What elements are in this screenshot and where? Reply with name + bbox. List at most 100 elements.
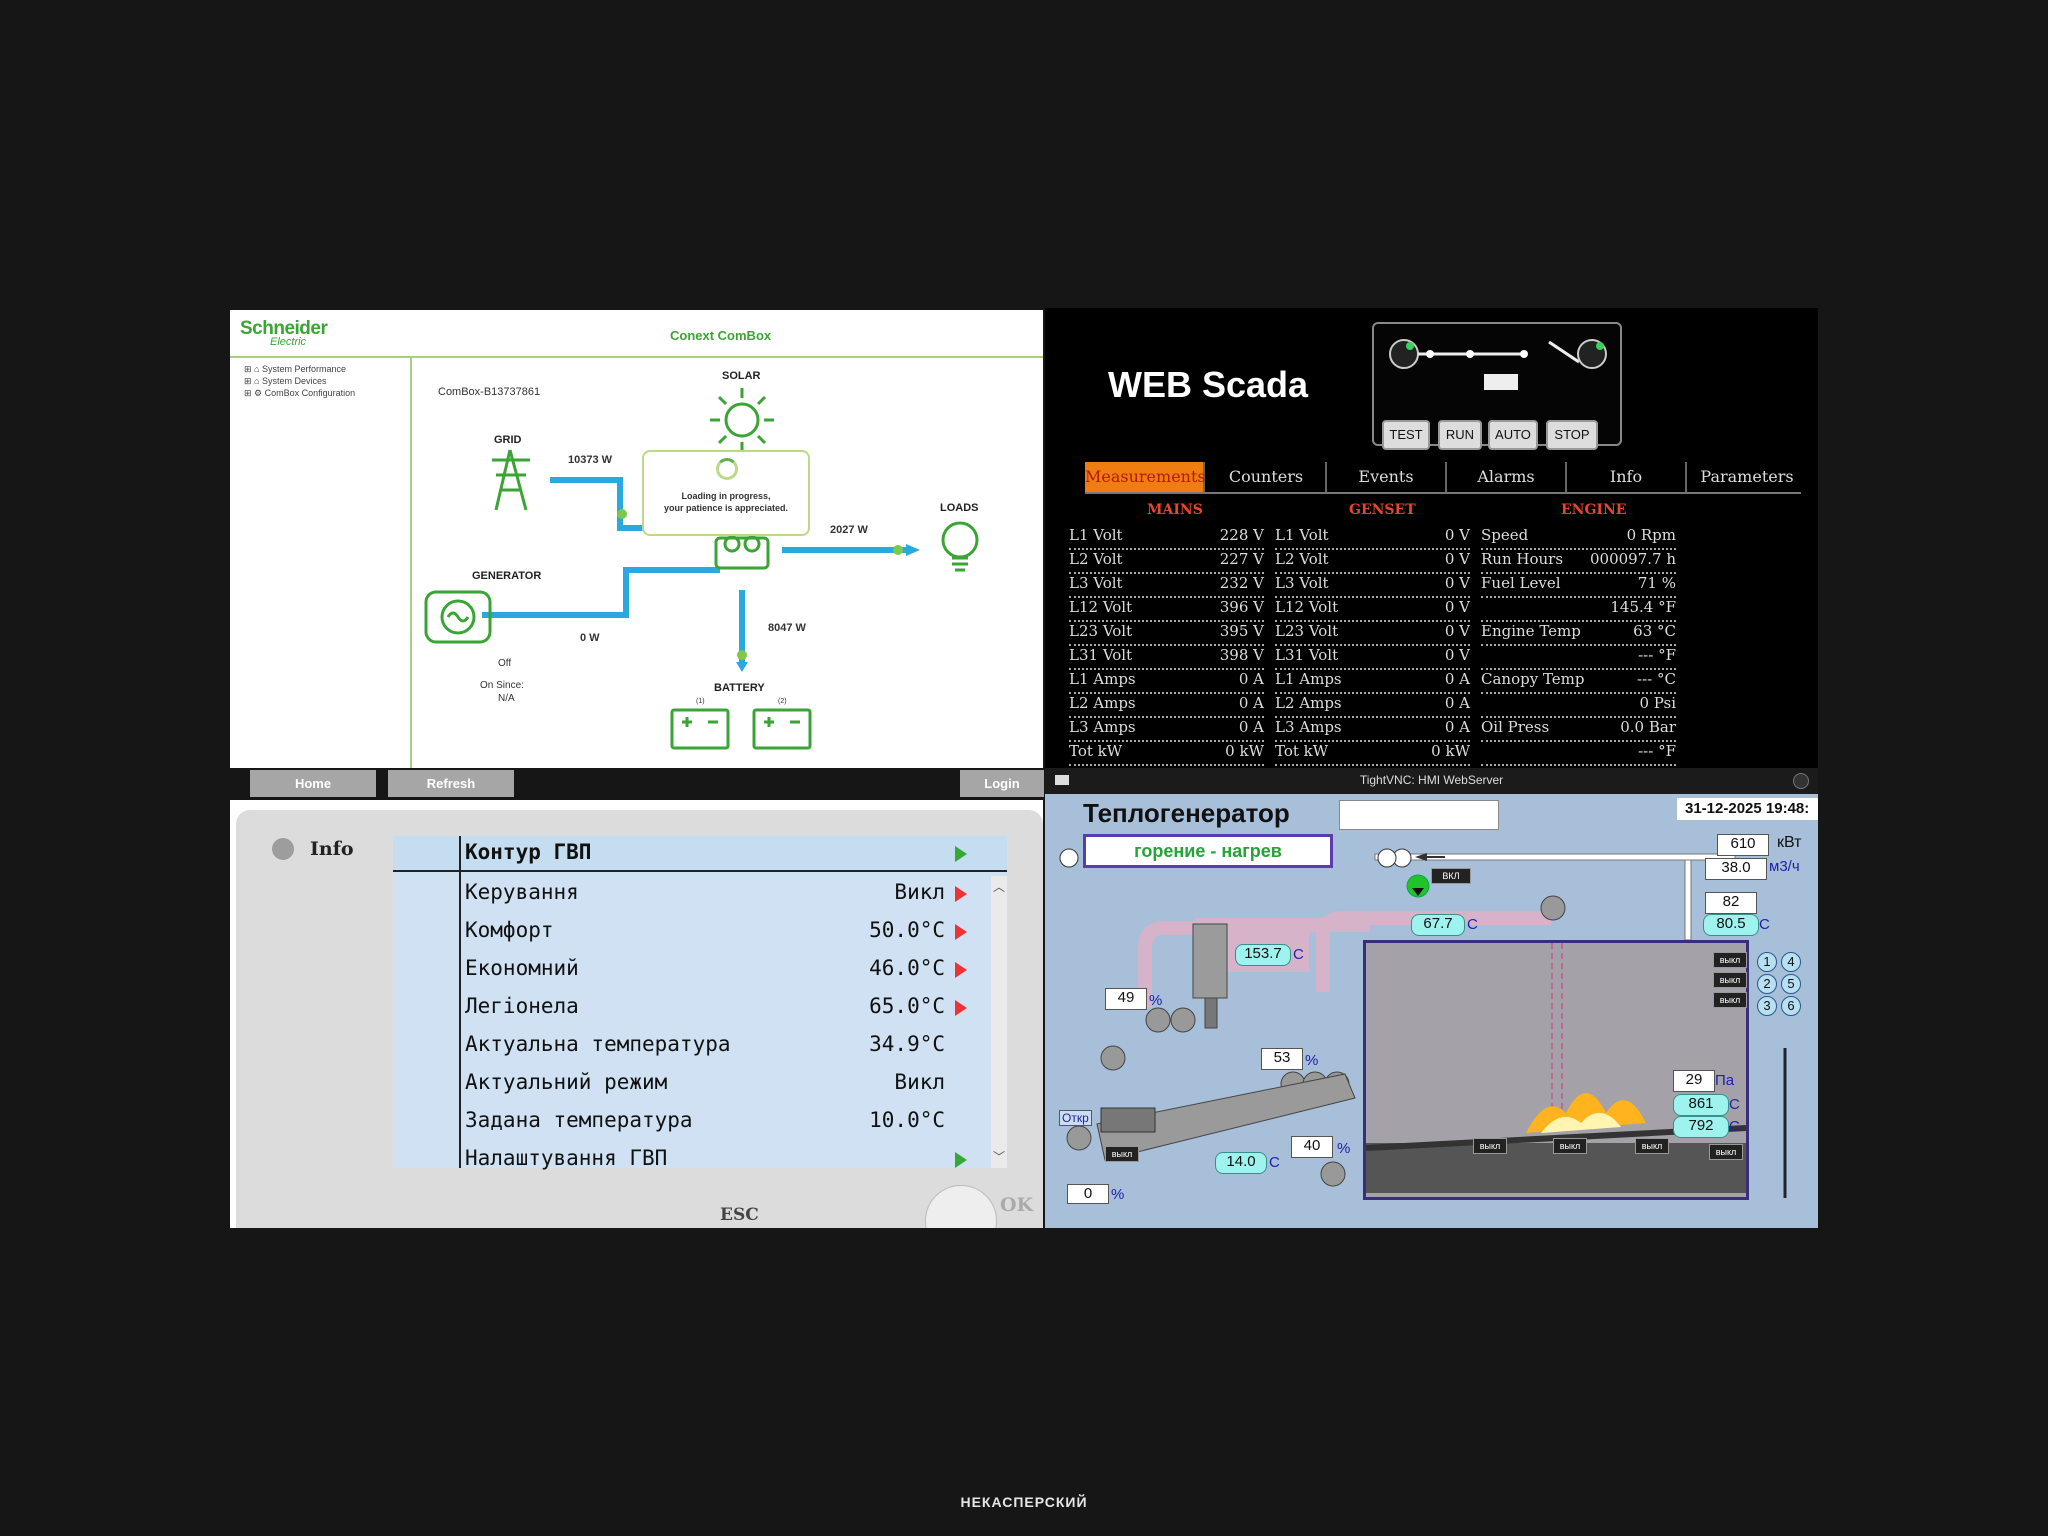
zone-number: 6 [1781, 996, 1801, 1016]
sun-icon [710, 388, 774, 452]
measurement-label: L1 Amps [1069, 670, 1136, 688]
login-button[interactable]: Login [960, 770, 1044, 797]
generator-power: 0 W [580, 632, 600, 644]
otkr-indicator: Откр [1059, 1110, 1092, 1126]
tab-events[interactable]: Events [1327, 462, 1447, 492]
measurement-value: 0 Rpm [1626, 526, 1676, 544]
arrow-right-icon[interactable] [955, 1152, 967, 1168]
menu-item-label: Легіонела [465, 994, 579, 1018]
tab-parameters[interactable]: Parameters [1700, 467, 1794, 486]
value-40: 40 [1291, 1136, 1333, 1158]
status-badge: горение - нагрев [1083, 834, 1333, 868]
nav-label: ComBox Configuration [264, 388, 356, 398]
battery-power: 8047 W [768, 622, 806, 634]
nav-item-system-devices[interactable]: ⊞ ⌂ System Devices [244, 376, 327, 386]
measurement-value: 0 A [1444, 718, 1470, 736]
arrow-right-icon[interactable] [955, 924, 967, 940]
menu-header-row[interactable]: Контур ГВП [393, 836, 1007, 872]
tab-counters[interactable]: Counters [1207, 462, 1327, 492]
test-button[interactable]: TEST [1382, 420, 1430, 450]
measurement-value: 145.4 °F [1610, 598, 1676, 616]
measurement-label: L2 Volt [1275, 550, 1329, 568]
vykl-indicator[interactable]: выкл [1713, 992, 1747, 1008]
scroll-down-icon[interactable]: ﹀ [993, 1150, 1006, 1164]
grid-tower-icon [492, 449, 530, 511]
refresh-button[interactable]: Refresh [388, 770, 514, 797]
run-button[interactable]: RUN [1438, 420, 1482, 450]
vnc-titlebar: TightVNC: HMI WebServer [1045, 768, 1818, 794]
inverter-icon [714, 535, 770, 570]
vykl-indicator[interactable]: выкл [1553, 1138, 1587, 1154]
generator-label: GENERATOR [472, 570, 542, 582]
scrollbar[interactable]: ︿ ﹀ [991, 876, 1007, 1168]
home-button[interactable]: Home [250, 770, 376, 797]
measurement-value: 0 Psi [1639, 694, 1677, 712]
value-861: 861 [1673, 1094, 1729, 1116]
vykl-indicator[interactable]: выкл [1713, 952, 1747, 968]
vykl-indicator[interactable]: выкл [1713, 972, 1747, 988]
window-close-icon[interactable] [1793, 773, 1809, 789]
value-80-5: 80.5 [1703, 914, 1759, 936]
scroll-up-icon[interactable]: ︿ [993, 880, 1006, 894]
mains-section-title: MAINS [1147, 502, 1203, 518]
ok-button[interactable]: OK [1000, 1194, 1034, 1216]
menu-item[interactable]: Налаштування ГВП [465, 1140, 945, 1178]
scada-brand: WEB Scada [1108, 364, 1309, 405]
stop-button[interactable]: STOP [1546, 420, 1598, 450]
vykl-indicator[interactable]: выкл [1473, 1138, 1507, 1154]
measurement-value: 0 kW [1431, 742, 1470, 760]
measurement-value: 0.0 Bar [1620, 718, 1676, 736]
measurement-value: 228 V [1219, 526, 1264, 544]
vykl-indicator[interactable]: выкл [1105, 1146, 1139, 1162]
arrow-right-icon[interactable] [955, 962, 967, 978]
nav-item-combox-configuration[interactable]: ⊞ ⚙ ComBox Configuration [244, 388, 356, 398]
measurement-row: --- °F [1481, 740, 1676, 766]
tab-info[interactable]: Info [1567, 462, 1687, 492]
arrow-right-icon[interactable] [955, 886, 967, 902]
nav-label: System Devices [261, 376, 327, 386]
unit-c: С [1293, 946, 1304, 963]
power-unit: кВт [1777, 834, 1802, 851]
value-82: 82 [1705, 892, 1757, 914]
measurement-label: L3 Volt [1275, 574, 1329, 592]
vykl-indicator[interactable]: выкл [1635, 1138, 1669, 1154]
auto-button[interactable]: AUTO [1488, 420, 1538, 450]
measurement-value: 0 V [1444, 574, 1470, 592]
measurement-label: Run Hours [1481, 550, 1564, 568]
arrow-right-icon[interactable] [955, 1000, 967, 1016]
measurement-label: L2 Amps [1275, 694, 1342, 712]
generator-since-value: N/A [498, 693, 515, 704]
unit-c: С [1759, 916, 1770, 933]
hmi-title: Теплогенератор [1083, 798, 1290, 828]
unit-pct: % [1305, 1052, 1319, 1069]
measurement-row: Canopy Temp--- °C [1481, 668, 1676, 694]
window-menu-icon[interactable] [1055, 775, 1069, 785]
measurement-value: 71 % [1637, 574, 1676, 592]
value-67-7: 67.7 [1411, 914, 1465, 936]
tab-measurements[interactable]: Measurements [1085, 462, 1206, 492]
loading-text: Loading in progress, your patience is ap… [644, 490, 808, 514]
vykl-indicator[interactable]: выкл [1709, 1144, 1743, 1160]
menu-item-value: 46.0°C [869, 956, 945, 980]
unit-c: С [1467, 916, 1478, 933]
nav-item-system-performance[interactable]: ⊞ ⌂ System Performance [244, 364, 347, 374]
menu-item-value: 50.0°C [869, 918, 945, 942]
esc-button[interactable]: ESC [720, 1205, 759, 1225]
measurement-label: Engine Temp [1481, 622, 1581, 640]
tab-alarms[interactable]: Alarms [1447, 462, 1567, 492]
